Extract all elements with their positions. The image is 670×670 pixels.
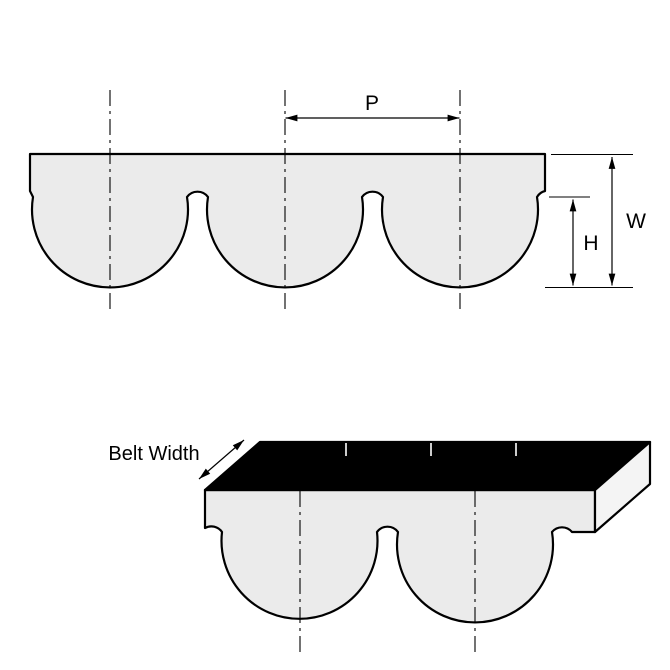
top-face-pitch-ticks <box>345 443 517 456</box>
belt-thickness-dimension: W <box>545 153 646 289</box>
belt-profile <box>28 152 547 289</box>
belt-front-face <box>203 488 597 624</box>
perspective-view: Belt Width <box>108 439 652 656</box>
belt-width-annotation: Belt Width <box>108 439 245 480</box>
tooth-centerlines <box>109 90 461 312</box>
tooth-height-dimension: H <box>549 196 599 286</box>
belt-top-face <box>203 440 652 492</box>
belt-side-face <box>593 440 652 534</box>
belt-width-arrow <box>198 439 245 480</box>
tooth-centerlines-3d <box>299 491 476 656</box>
pitch-label: P <box>365 92 379 115</box>
belt-thickness-label: W <box>626 210 646 233</box>
belt-width-label: Belt Width <box>108 443 199 465</box>
tooth-height-label: H <box>583 232 598 255</box>
pitch-dimension: P <box>285 92 460 122</box>
profile-view: P W H <box>28 90 646 312</box>
